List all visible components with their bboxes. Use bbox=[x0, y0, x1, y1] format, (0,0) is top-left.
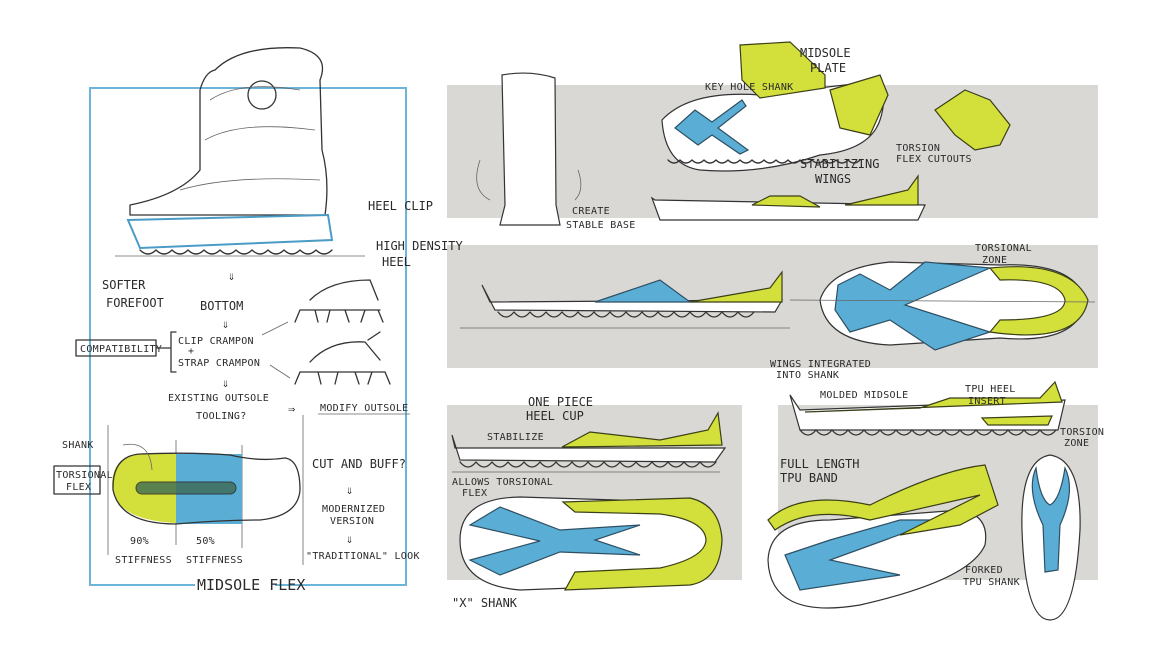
label-torsional: TORSIONAL bbox=[56, 470, 113, 481]
midsole-exploded-sketch bbox=[661, 41, 889, 172]
label-strap-crampon: STRAP CRAMPON bbox=[178, 358, 260, 369]
label-into-shank: INTO SHANK bbox=[776, 370, 839, 381]
label-modernized: MODERNIZED bbox=[322, 504, 385, 515]
arrow-down-icon: ⇓ bbox=[346, 532, 353, 546]
label-plate: PLATE bbox=[810, 61, 846, 75]
label-stable-base: STABLE BASE bbox=[566, 220, 636, 231]
label-bottom: BOTTOM bbox=[200, 299, 243, 313]
label-molded-midsole: MOLDED MIDSOLE bbox=[820, 390, 909, 401]
label-zone-2: ZONE bbox=[1064, 438, 1089, 449]
torsional-flex-box bbox=[53, 465, 101, 495]
midsole-flex-insole bbox=[107, 415, 304, 565]
sole-profile-middle bbox=[460, 270, 790, 329]
label-heel-clip: HEEL CLIP bbox=[368, 199, 433, 213]
label-stabilizing: STABILIZING bbox=[800, 157, 879, 171]
arrow-down-icon: ⇓ bbox=[222, 376, 229, 390]
sole-profile-top bbox=[650, 174, 926, 221]
label-plus: + bbox=[188, 346, 194, 357]
label-90-percent: 90% bbox=[130, 536, 149, 547]
label-create: CREATE bbox=[572, 206, 610, 217]
sole-tpu-band-sketch bbox=[767, 464, 999, 609]
label-stabilize: STABILIZE bbox=[487, 432, 544, 443]
label-version: VERSION bbox=[330, 516, 374, 527]
label-high-density: HIGH DENSITY bbox=[376, 239, 463, 253]
label-tpu-shank: TPU SHANK bbox=[963, 577, 1020, 588]
arrow-down-icon: ⇓ bbox=[222, 317, 229, 331]
label-flex-2: FLEX bbox=[462, 488, 487, 499]
sole-profile-bottom-left bbox=[451, 411, 727, 473]
label-heel-cup: HEEL CUP bbox=[526, 409, 584, 423]
midsole-flex-frame bbox=[89, 87, 407, 586]
shank-bar bbox=[135, 481, 237, 495]
label-forefoot: FOREFOOT bbox=[106, 296, 164, 310]
label-midsole: MIDSOLE bbox=[800, 46, 851, 60]
label-clip-crampon: CLIP CRAMPON bbox=[178, 336, 254, 347]
arrow-down-icon: ⇓ bbox=[346, 483, 353, 497]
label-tooling: TOOLING? bbox=[196, 411, 247, 422]
torsion-flex-cutout-sketch bbox=[934, 89, 1011, 151]
label-stiffness-90: STIFFNESS bbox=[115, 555, 172, 566]
sole-bottom-wings bbox=[789, 261, 1096, 351]
label-full-length: FULL LENGTH bbox=[780, 457, 859, 471]
label-tpu-heel: TPU HEEL bbox=[965, 384, 1016, 395]
label-shank: SHANK bbox=[62, 440, 94, 451]
label-torsional-zone-1: TORSIONAL bbox=[975, 243, 1032, 254]
label-wings: WINGS bbox=[815, 172, 851, 186]
label-flex: FLEX bbox=[66, 482, 91, 493]
boot-side-sketch bbox=[115, 47, 365, 257]
label-traditional-look: "TRADITIONAL" LOOK bbox=[306, 551, 420, 562]
label-wings-integrated: WINGS INTEGRATED bbox=[770, 359, 871, 370]
liner-sketch bbox=[476, 72, 582, 226]
label-softer: SOFTER bbox=[102, 278, 146, 292]
arrow-right-icon: ⇒ bbox=[288, 402, 295, 416]
midsole-flex-title: MIDSOLE FLEX bbox=[197, 576, 305, 594]
arrow-down-icon: ⇓ bbox=[228, 269, 235, 283]
sole-bottom-x-shank bbox=[459, 496, 723, 591]
crampon-sketch-strap bbox=[294, 331, 391, 385]
label-stiffness-50: STIFFNESS bbox=[186, 555, 243, 566]
label-flex-cutouts: FLEX CUTOUTS bbox=[896, 154, 972, 165]
label-x-shank: "X" SHANK bbox=[452, 596, 518, 610]
label-heel: HEEL bbox=[382, 255, 411, 269]
label-50-percent: 50% bbox=[196, 536, 215, 547]
sole-forked-shank-sketch bbox=[1021, 454, 1081, 621]
crampon-sketch-clip bbox=[294, 279, 384, 323]
label-insert: INSERT bbox=[968, 396, 1006, 407]
label-existing-outsole: EXISTING OUTSOLE bbox=[168, 393, 269, 404]
label-tpu-band: TPU BAND bbox=[780, 471, 838, 485]
label-key-hole-shank: KEY HOLE SHANK bbox=[705, 82, 794, 93]
label-forked: FORKED bbox=[965, 565, 1003, 576]
label-torsion-zone: TORSION bbox=[1060, 427, 1104, 438]
label-compatibility: COMPATIBILITY bbox=[80, 344, 162, 355]
label-torsion: TORSION bbox=[896, 143, 940, 154]
label-one-piece: ONE PIECE bbox=[528, 395, 593, 409]
label-allows-torsional: ALLOWS TORSIONAL bbox=[452, 477, 553, 488]
label-modify-outsole: MODIFY OUTSOLE bbox=[320, 403, 409, 414]
label-zone-1: ZONE bbox=[982, 255, 1007, 266]
sole-profile-bottom-right bbox=[789, 380, 1066, 436]
label-cut-and-buff: CUT AND BUFF? bbox=[312, 457, 406, 471]
